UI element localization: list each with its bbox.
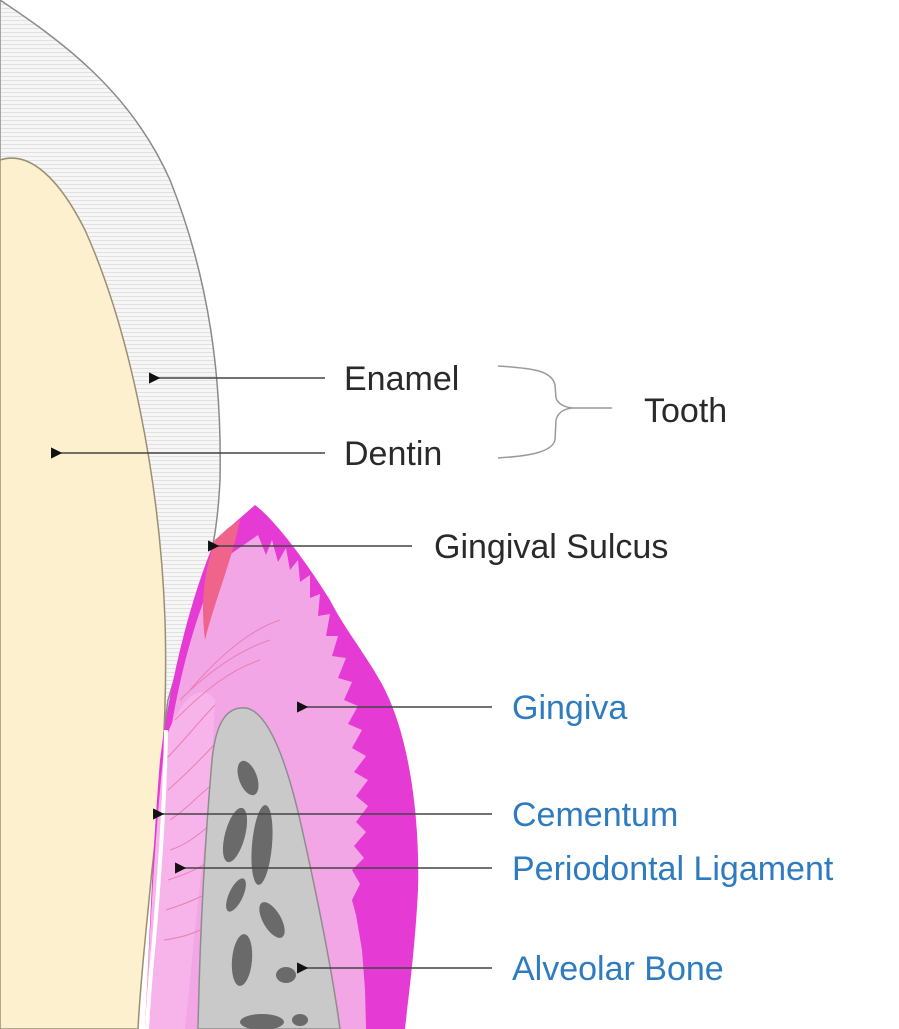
gingiva-label: Gingiva xyxy=(512,689,627,727)
tooth-label: Tooth xyxy=(644,392,727,430)
tooth-bracket xyxy=(498,366,612,458)
enamel-label: Enamel xyxy=(344,360,459,398)
periodontal-ligament-label: Periodontal Ligament xyxy=(512,850,834,888)
dentin-label: Dentin xyxy=(344,435,442,473)
alveolar-bone-label: Alveolar Bone xyxy=(512,950,724,988)
cementum-label: Cementum xyxy=(512,796,678,834)
gingival-sulcus-label: Gingival Sulcus xyxy=(434,528,668,566)
